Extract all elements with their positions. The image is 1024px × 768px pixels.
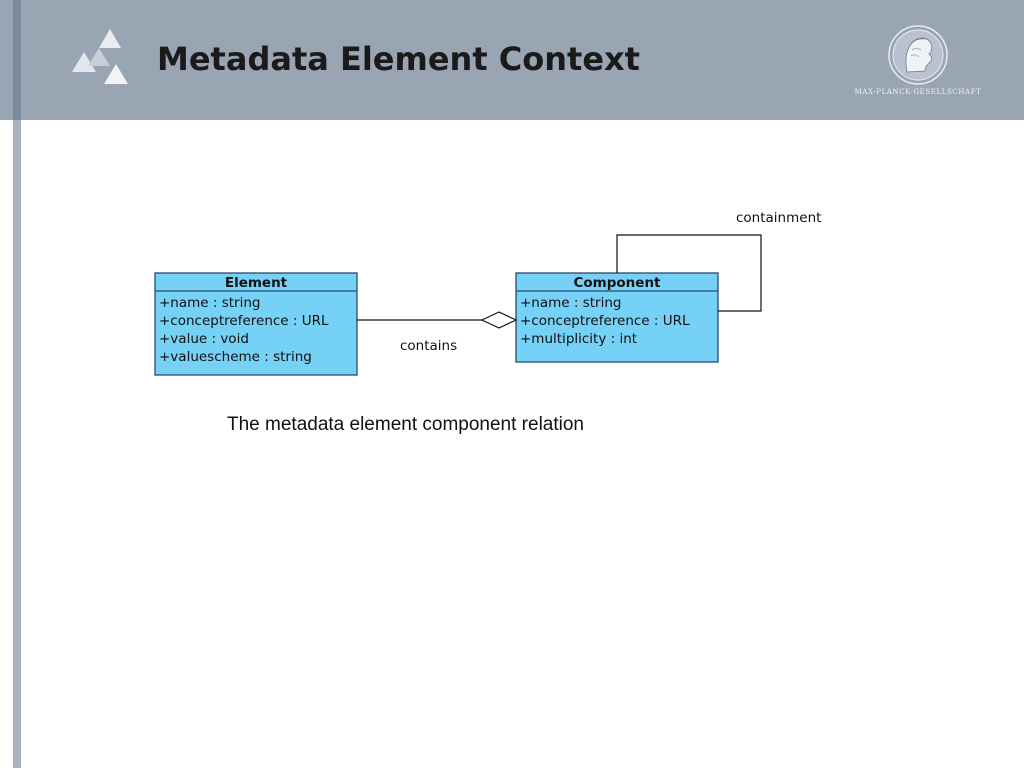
class-component-attr: +name : string bbox=[520, 295, 621, 311]
left-accent-bar-top bbox=[13, 0, 21, 120]
class-component: Component +name : string +conceptreferen… bbox=[515, 272, 719, 363]
left-accent-bar bbox=[13, 120, 21, 768]
minerva-seal-icon bbox=[888, 25, 948, 85]
mpg-logo: MAX-PLANCK-GESELLSCHAFT bbox=[848, 24, 988, 104]
class-component-attr: +conceptreference : URL bbox=[520, 313, 690, 329]
containment-label: containment bbox=[736, 210, 821, 226]
class-element: Element +name : string +conceptreference… bbox=[154, 272, 358, 376]
contains-label: contains bbox=[400, 338, 457, 354]
class-element-attr: +valuescheme : string bbox=[159, 349, 312, 365]
containment-line bbox=[616, 234, 762, 312]
relation-contains: contains bbox=[357, 311, 518, 354]
relation-containment: containment bbox=[616, 210, 821, 312]
mpg-wordmark: MAX-PLANCK-GESELLSCHAFT bbox=[854, 88, 982, 96]
class-element-attr: +conceptreference : URL bbox=[159, 313, 329, 329]
class-element-attr: +value : void bbox=[159, 331, 249, 347]
aggregation-diamond-icon bbox=[480, 311, 518, 329]
triangles-icon bbox=[72, 29, 128, 84]
class-component-attr: +multiplicity : int bbox=[520, 331, 637, 347]
class-element-attr: +name : string bbox=[159, 295, 260, 311]
header-band bbox=[0, 0, 1024, 120]
slide-title: Metadata Element Context bbox=[157, 40, 640, 78]
diagram-caption: The metadata element component relation bbox=[227, 414, 584, 435]
class-component-name: Component bbox=[573, 275, 661, 291]
class-element-name: Element bbox=[225, 275, 288, 291]
class-component-box bbox=[515, 272, 719, 363]
class-element-box bbox=[154, 272, 358, 376]
